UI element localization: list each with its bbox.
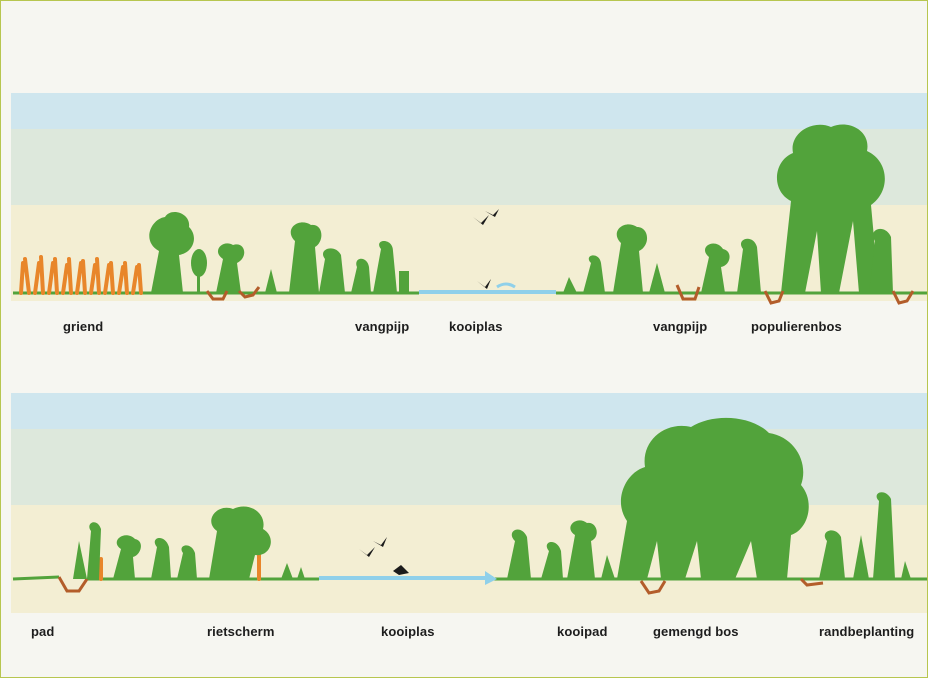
label-randbeplanting: randbeplanting bbox=[819, 624, 914, 639]
birds-bottom bbox=[359, 537, 409, 575]
label-rietscherm: rietscherm bbox=[207, 624, 274, 639]
label-pad: pad bbox=[31, 624, 54, 639]
vegetation-bottom-right bbox=[507, 418, 911, 579]
label-gemengd-bos: gemengd bos bbox=[653, 624, 739, 639]
label-kooiplas-bottom: kooiplas bbox=[381, 624, 435, 639]
vegetation-bottom-left bbox=[73, 506, 305, 579]
label-kooipad: kooipad bbox=[557, 624, 608, 639]
water-inlet bbox=[485, 571, 497, 585]
